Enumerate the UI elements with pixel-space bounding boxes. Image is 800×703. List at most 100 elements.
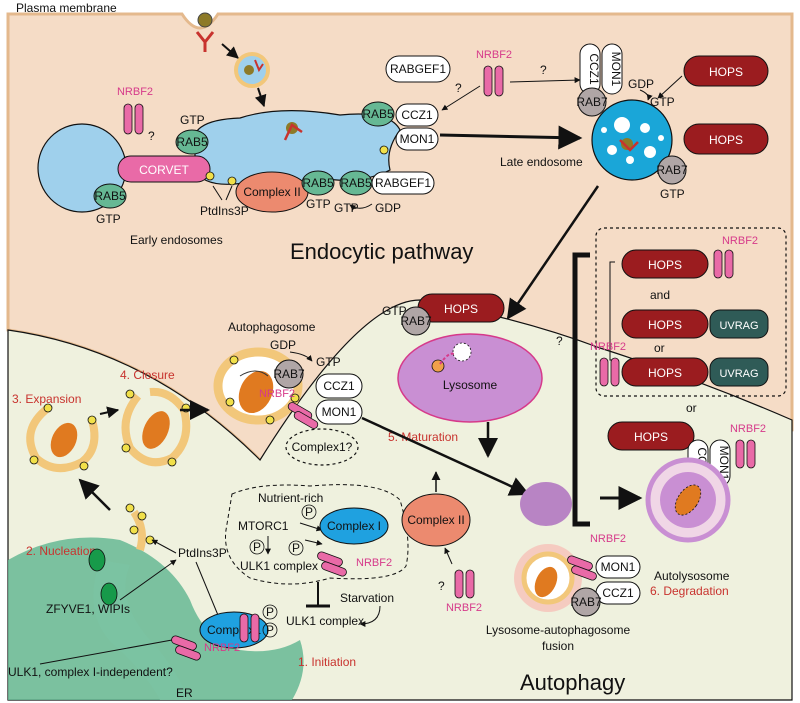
rab7-label: RAB7 (273, 367, 305, 381)
phospho-label: P (305, 505, 313, 519)
phospho-icon (301, 504, 317, 520)
fusing-lysosome (520, 482, 572, 526)
rab5-label: RAB5 (302, 176, 334, 190)
step-maturation: 5. Maturation (388, 430, 458, 444)
gdp-label: GDP (270, 338, 296, 352)
late-endosome-cargo-icon (619, 138, 639, 152)
hops-node (621, 249, 709, 279)
nrbf2-dimer (599, 357, 620, 387)
rab7-label: RAB7 (400, 314, 432, 328)
rabgef1-node (385, 55, 451, 83)
mon1-label: MON1 (717, 446, 731, 481)
uvrag-label: UVRAG (719, 368, 758, 380)
gtp-label: GTP (316, 355, 341, 369)
mon1-node (595, 555, 641, 579)
or-label: or (654, 341, 665, 355)
hops-label: HOPS (634, 430, 668, 444)
ulk1-complex-label: ULK1 complex (286, 614, 364, 628)
ccz1-label: CCZ1 (587, 53, 601, 85)
step-initiation: 1. Initiation (298, 655, 356, 669)
hops-label: HOPS (709, 65, 743, 79)
endocytic-vesicle (234, 52, 270, 88)
nrbf2-label: NRBF2 (204, 642, 240, 654)
ulk1-independent-label: ULK1, complex I-independent? (8, 665, 173, 679)
nrbf2-dimer (287, 402, 319, 429)
ptdins3p-label: PtdIns3P (178, 546, 227, 560)
late-endosome (591, 99, 673, 181)
question-mark: ? (148, 129, 155, 143)
mon1-label: MON1 (400, 132, 435, 146)
hops-node (621, 309, 709, 339)
early-endosomes-label: Early endosomes (130, 233, 223, 247)
options-dotted-box (595, 227, 787, 397)
uvrag-node (709, 357, 769, 387)
rab5-node (301, 170, 335, 196)
phagophore-expansion (26, 403, 99, 472)
question-mark: ? (438, 579, 445, 593)
step-degradation: 6. Degradation (650, 584, 729, 598)
ulk1-complex-label: ULK1 complex (240, 559, 318, 573)
ccz1-node (315, 373, 363, 399)
rabgef1-label: RABGEF1 (375, 176, 431, 190)
gdp-label: GDP (375, 201, 401, 215)
options-bracket (572, 252, 590, 527)
ptdins3p-marker (379, 145, 389, 155)
phospho-icon (288, 540, 304, 556)
rabgef1-node (371, 171, 435, 195)
or-label: or (686, 401, 697, 415)
autolysosome-label: Autolysosome (654, 569, 730, 583)
ccz1-label: CCZ1 (401, 108, 433, 122)
ccz1-node (395, 103, 439, 127)
complex-ii-node (401, 493, 471, 547)
nrbf2-dimer (239, 613, 260, 643)
er-branch (93, 560, 190, 700)
rab7-node (401, 306, 431, 336)
gtp-label: GTP (650, 95, 675, 109)
er-label: ER (176, 686, 193, 700)
step-nucleation: 2. Nucleation (26, 544, 96, 558)
lysosome-label: Lysosome (443, 378, 498, 392)
nrbf2-dimer (735, 439, 756, 469)
question-mark: ? (455, 81, 462, 95)
mon1-label: MON1 (322, 405, 357, 419)
phospho-icon (262, 622, 278, 638)
hops-label: HOPS (648, 366, 682, 380)
starvation-label: Starvation (340, 591, 394, 605)
hops-node (621, 357, 709, 387)
mtorc1-label: MTORC1 (238, 519, 289, 533)
rab7-label: RAB7 (656, 163, 688, 177)
rab7-node (657, 155, 687, 185)
nrbf2-label: NRBF2 (117, 86, 153, 98)
nrbf2-label: NRBF2 (476, 49, 512, 61)
gtp-label: GTP (660, 187, 685, 201)
nrbf2-dimer (713, 249, 734, 279)
nrbf2-label: NRBF2 (730, 423, 766, 435)
corvet-complex (117, 155, 211, 183)
rab7-node (577, 87, 607, 117)
complex-ii-label: Complex II (243, 185, 300, 199)
cargo-receptor-icon (195, 12, 215, 52)
nrbf2-label: NRBF2 (590, 341, 626, 353)
mon1-node (395, 127, 439, 151)
ptdins3p-marker (227, 176, 237, 186)
hops-label: HOPS (709, 133, 743, 147)
gtp-label: GTP (306, 197, 331, 211)
rab5-label: RAB5 (362, 107, 394, 121)
rab5-node (93, 183, 127, 209)
nrbf2-label: NRBF2 (356, 557, 392, 569)
gtp-label: GTP (96, 212, 121, 226)
mon1-label: MON1 (601, 560, 636, 574)
mon1-label: MON1 (609, 52, 623, 87)
ccz1-label: CCZ1 (323, 379, 355, 393)
hops-node (683, 55, 769, 87)
hops-label: HOPS (648, 258, 682, 272)
rab7-node (274, 359, 304, 389)
nrbf2-label: NRBF2 (446, 602, 482, 614)
fusion-label-1: Lysosome-autophagosome (486, 623, 631, 637)
nrbf2-dimer (317, 551, 347, 577)
rab5-label: RAB5 (94, 189, 126, 203)
ptdins3p-label: PtdIns3P (200, 204, 249, 218)
autophagosome-label: Autophagosome (228, 320, 316, 334)
complex-i-node (319, 507, 389, 545)
gdp-label: GDP (628, 77, 654, 91)
